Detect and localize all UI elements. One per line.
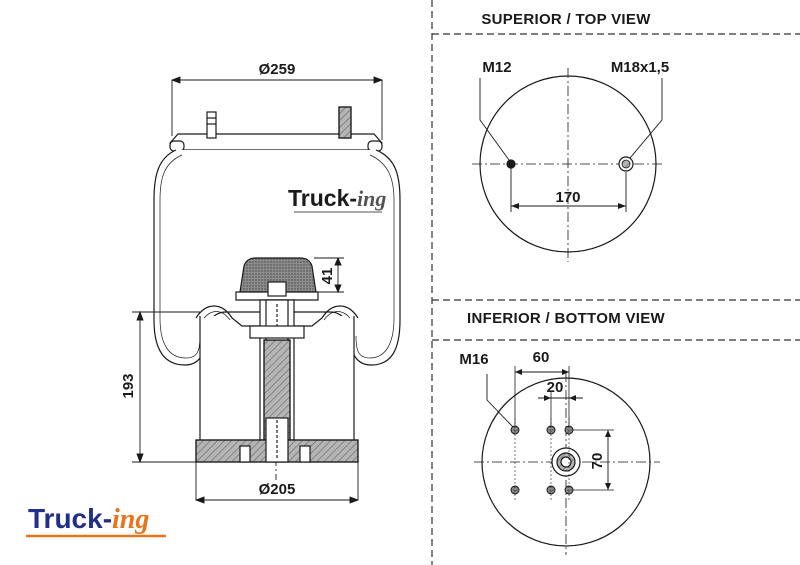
dim-piston: 41 xyxy=(319,268,336,285)
svg-text:Truck-ing: Truck-ing xyxy=(288,185,386,211)
side-view xyxy=(153,106,401,480)
top-view-title: SUPERIOR / TOP VIEW xyxy=(481,11,651,28)
svg-text:Truck-ing: Truck-ing xyxy=(28,503,149,535)
watermark-part1: Truck- xyxy=(288,185,357,211)
dim-bottom-diameter: Ø205 xyxy=(259,481,296,498)
bellow-watermark: Truck-ing xyxy=(288,185,386,213)
bottom-view xyxy=(474,366,660,555)
logo-part1: Truck- xyxy=(28,503,112,534)
dim-height: 193 xyxy=(120,373,137,398)
bumper xyxy=(239,257,317,293)
logo-part2: ing xyxy=(112,504,149,535)
dim-top-diameter: Ø259 xyxy=(259,61,296,78)
bottom-dim-20: 20 xyxy=(547,379,564,396)
top-bolt-left-label: M12 xyxy=(482,59,511,76)
bottom-view-title: INFERIOR / BOTTOM VIEW xyxy=(467,310,666,327)
bottom-dim-60: 60 xyxy=(533,349,550,366)
bottom-dim-70: 70 xyxy=(589,453,606,470)
top-bolt-m12 xyxy=(506,159,516,169)
bottom-bolt-label: M16 xyxy=(459,351,488,368)
top-studs xyxy=(206,106,352,139)
top-bolt-right-label: M18x1,5 xyxy=(611,59,669,76)
watermark-part2: ing xyxy=(357,186,386,211)
top-spacing-label: 170 xyxy=(555,189,580,206)
brand-logo: Truck-ing xyxy=(26,503,166,538)
side-dimensions xyxy=(132,76,384,504)
top-view xyxy=(472,68,664,262)
view-separators xyxy=(431,0,800,565)
